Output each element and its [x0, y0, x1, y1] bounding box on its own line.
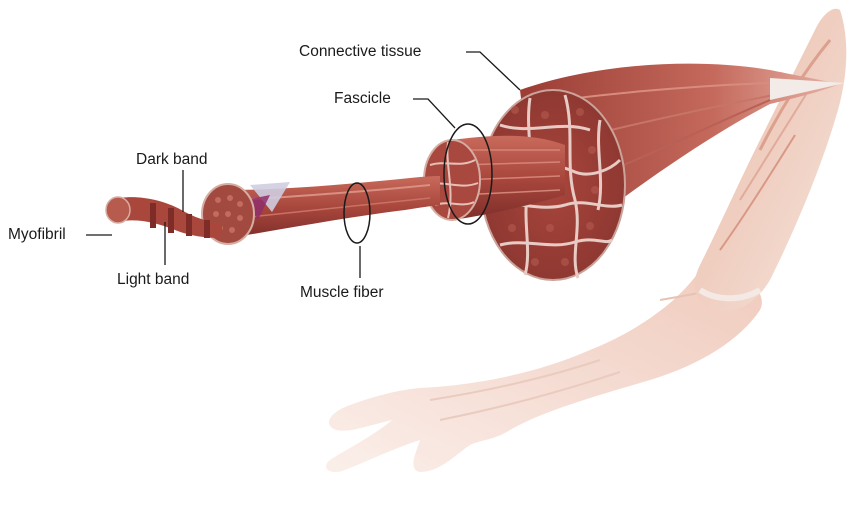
muscle-fiber [202, 176, 440, 244]
fascicle-label: Fascicle [334, 91, 391, 107]
connective-tissue-label: Connective tissue [299, 44, 421, 60]
light-band-label: Light band [117, 272, 189, 288]
fascicle-leader [413, 99, 455, 128]
dark-band-label: Dark band [136, 152, 208, 168]
upper-arm [695, 9, 847, 312]
forearm-and-hand [326, 270, 762, 472]
connective-tissue-leader [466, 52, 520, 90]
muscle-fiber-label: Muscle fiber [300, 285, 384, 301]
myofibril-label: Myofibril [8, 227, 66, 243]
